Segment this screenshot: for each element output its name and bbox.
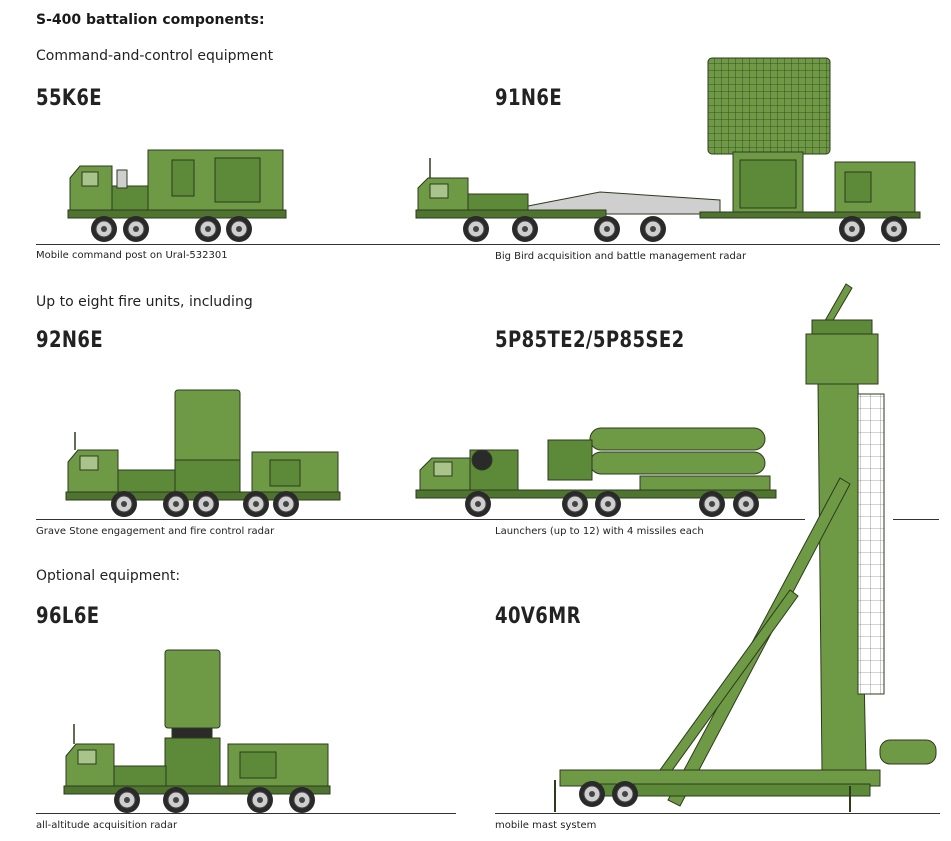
wheel [462, 215, 490, 243]
page-title: S-400 battalion components: [36, 12, 265, 28]
wheel [162, 490, 190, 518]
wheel [561, 490, 589, 518]
caption-55k6e: Mobile command post on Ural-532301 [36, 250, 228, 261]
wheel [698, 490, 726, 518]
code-91n6e: 91N6E [495, 86, 563, 111]
wheel [593, 215, 621, 243]
wheel [225, 215, 253, 243]
ground-line [36, 244, 456, 245]
vehicle-92n6e [65, 389, 341, 501]
wheel [90, 215, 118, 243]
wheel [113, 786, 141, 814]
wheel [194, 215, 222, 243]
ground-line [495, 813, 940, 814]
vehicle-55k6e [67, 149, 287, 219]
caption-92n6e: Grave Stone engagement and fire control … [36, 526, 275, 537]
wheel [162, 786, 190, 814]
wheel [122, 215, 150, 243]
ground-line [405, 244, 940, 245]
section-optional: Optional equipment: [36, 568, 181, 584]
code-5p85: 5P85TE2/5P85SE2 [495, 328, 685, 353]
caption-5p85: Launchers (up to 12) with 4 missiles eac… [495, 526, 704, 537]
ground-line [893, 519, 939, 520]
caption-40v6mr: mobile mast system [495, 820, 597, 831]
wheel [192, 490, 220, 518]
wheel [272, 490, 300, 518]
wheel [578, 780, 606, 808]
vehicle-5p85 [415, 427, 777, 499]
wheel [838, 215, 866, 243]
wheel [639, 215, 667, 243]
wheel [594, 490, 622, 518]
wheel [880, 215, 908, 243]
code-55k6e: 55K6E [36, 86, 103, 111]
wheel [611, 780, 639, 808]
code-40v6mr: 40V6MR [495, 604, 581, 629]
wheel [246, 786, 274, 814]
ground-line [36, 813, 456, 814]
wheel [464, 490, 492, 518]
ground-line [36, 519, 456, 520]
vehicle-91n6e [415, 57, 921, 219]
wheel [110, 490, 138, 518]
caption-96l6e: all-altitude acquisition radar [36, 820, 178, 831]
wheel [242, 490, 270, 518]
vehicle-96l6e [63, 649, 331, 795]
section-fire: Up to eight fire units, including [36, 294, 253, 310]
wheel [732, 490, 760, 518]
ground-line [405, 519, 805, 520]
vehicle-40v6mr [554, 283, 937, 812]
code-96l6e: 96L6E [36, 604, 100, 629]
wheel [288, 786, 316, 814]
code-92n6e: 92N6E [36, 328, 104, 353]
caption-91n6e: Big Bird acquisition and battle manageme… [495, 251, 747, 262]
section-command: Command-and-control equipment [36, 48, 274, 64]
wheel [511, 215, 539, 243]
